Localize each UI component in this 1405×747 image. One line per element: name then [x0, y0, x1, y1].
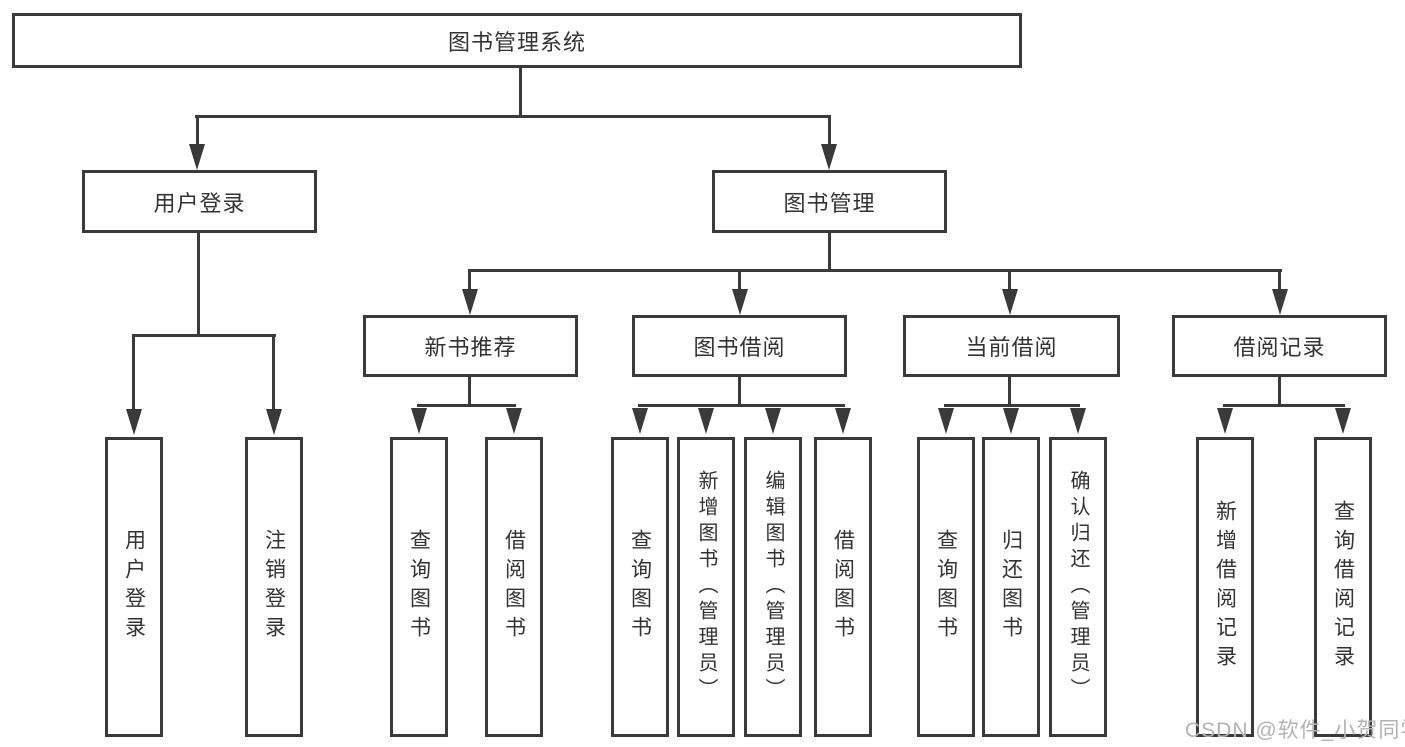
leaf-label: 借阅图书 [502, 529, 526, 645]
leaf-borrow-books-recommend: 借阅图书 [485, 437, 543, 737]
connector-line [738, 376, 741, 407]
leaf-query-books-current: 查询图书 [917, 437, 975, 737]
leaf-label: 新增图书（管理员） [695, 470, 717, 704]
leaf-label: 查询图书 [628, 529, 652, 645]
leaf-logout: 注销登录 [245, 437, 303, 737]
arrowhead-down-icon [821, 144, 837, 170]
arrowhead-down-icon [938, 408, 954, 434]
leaf-user-login: 用户登录 [105, 437, 163, 737]
node-borrow-records: 借阅记录 [1172, 315, 1387, 377]
arrowhead-down-icon [732, 289, 748, 315]
connector-line [468, 269, 1282, 272]
node-label: 图书借阅 [693, 335, 786, 360]
arrowhead-down-icon [1002, 289, 1018, 315]
csdn-watermark: CSDN @软件_小贺同学 [1185, 719, 1405, 742]
node-user-login: 用户登录 [82, 170, 317, 233]
arrowhead-down-icon [266, 409, 282, 435]
leaf-add-book-admin: 新增图书（管理员） [677, 437, 735, 737]
connector-line [638, 404, 845, 407]
connector-line [519, 66, 522, 117]
arrowhead-down-icon [506, 408, 522, 434]
arrowhead-down-icon [189, 144, 205, 170]
arrowhead-down-icon [1070, 408, 1086, 434]
leaf-label: 查询图书 [407, 529, 431, 645]
leaf-label: 新增借阅记录 [1213, 500, 1237, 674]
connector-line [1223, 404, 1345, 407]
connector-line [1008, 272, 1011, 290]
leaf-borrow-books: 借阅图书 [814, 437, 872, 737]
connector-line [417, 404, 516, 407]
leaf-add-borrow-record: 新增借阅记录 [1196, 437, 1254, 737]
arrowhead-down-icon [411, 408, 427, 434]
leaf-label: 借阅图书 [831, 529, 855, 645]
connector-line [1278, 376, 1281, 407]
leaf-query-borrow-record: 查询借阅记录 [1314, 437, 1372, 737]
connector-line [738, 272, 741, 290]
node-root-label: 图书管理系统 [447, 29, 586, 55]
connector-line [1278, 272, 1281, 290]
arrowhead-down-icon [835, 408, 851, 434]
leaf-label: 查询借阅记录 [1331, 500, 1355, 674]
connector-line [272, 337, 275, 410]
node-label: 当前借阅 [965, 335, 1058, 360]
connector-line [468, 376, 471, 407]
arrowhead-down-icon [1003, 408, 1019, 434]
leaf-return-book: 归还图书 [982, 437, 1040, 737]
leaf-confirm-return-admin: 确认归还（管理员） [1049, 437, 1107, 737]
leaf-label: 归还图书 [999, 529, 1023, 645]
arrowhead-down-icon [1335, 408, 1351, 434]
connector-line [828, 232, 831, 272]
node-label: 用户登录 [153, 190, 246, 216]
node-book-borrow: 图书借阅 [632, 315, 847, 377]
node-label: 新书推荐 [424, 335, 517, 360]
connector-line [195, 115, 831, 118]
leaf-label: 注销登录 [262, 529, 286, 645]
connector-line [1008, 376, 1011, 407]
leaf-label: 查询图书 [934, 529, 958, 645]
leaf-edit-book-admin: 编辑图书（管理员） [744, 437, 802, 737]
node-current-borrow: 当前借阅 [903, 315, 1120, 377]
connector-line [828, 118, 831, 146]
arrowhead-down-icon [126, 409, 142, 435]
arrowhead-down-icon [698, 408, 714, 434]
node-new-book-recommend: 新书推荐 [363, 315, 578, 377]
arrowhead-down-icon [765, 408, 781, 434]
arrowhead-down-icon [1217, 408, 1233, 434]
connector-line [468, 272, 471, 290]
connector-line [196, 118, 199, 146]
connector-line [197, 232, 200, 337]
connector-line [944, 404, 1080, 407]
node-label: 图书管理 [783, 190, 876, 216]
connector-line [132, 337, 135, 410]
leaf-label: 用户登录 [122, 529, 146, 645]
node-root: 图书管理系统 [12, 13, 1022, 68]
arrowhead-down-icon [632, 408, 648, 434]
node-book-management: 图书管理 [712, 170, 947, 233]
arrowhead-down-icon [462, 289, 478, 315]
node-label: 借阅记录 [1233, 335, 1326, 360]
leaf-label: 编辑图书（管理员） [762, 470, 784, 704]
connector-line [132, 334, 276, 337]
leaf-query-books-recommend: 查询图书 [390, 437, 448, 737]
leaf-label: 确认归还（管理员） [1067, 470, 1089, 704]
arrowhead-down-icon [1272, 289, 1288, 315]
leaf-query-books-borrow: 查询图书 [611, 437, 669, 737]
